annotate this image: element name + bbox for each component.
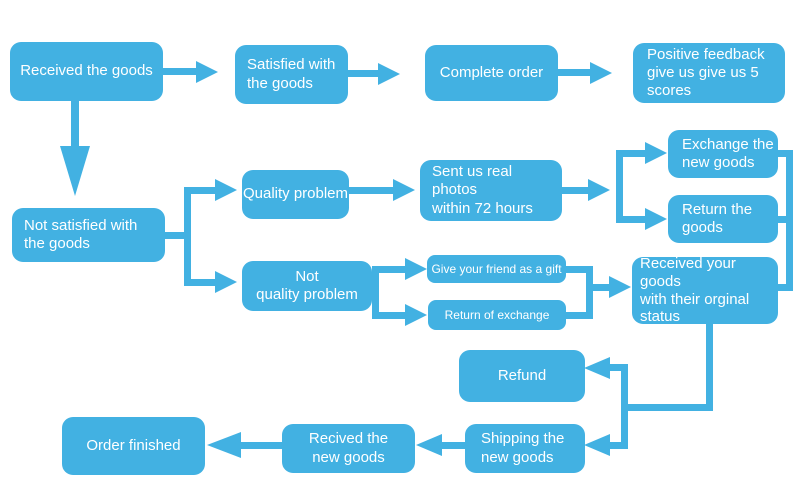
connector-satisfied-to-complete-shaft bbox=[348, 70, 378, 77]
node-shipping-the-new-goods: Shipping the new goods bbox=[465, 424, 585, 473]
arrowhead-photos-branch bbox=[588, 179, 610, 201]
node-complete-order: Complete order bbox=[425, 45, 558, 101]
node-give-your-friend-as-a-gift: Give your friend as a gift bbox=[427, 255, 566, 283]
connector-gift-to-rail-stub bbox=[566, 266, 586, 273]
connector-branch-to-not-quality-shaft bbox=[191, 279, 215, 286]
node-order-finished: Order finished bbox=[62, 417, 205, 475]
arrowhead-shipping-to-recived bbox=[416, 434, 442, 456]
node-satisfied-with-the-goods: Satisfied with the goods bbox=[235, 45, 348, 104]
arrowhead-satisfied-to-complete bbox=[378, 63, 400, 85]
connector-return-to-rail-stub bbox=[778, 216, 788, 223]
connector-not-satisfied-branch-stub bbox=[165, 232, 191, 239]
arrowhead-branch-to-gift bbox=[405, 258, 427, 280]
arrowhead-merge-to-received-original bbox=[609, 276, 631, 298]
arrowhead-branch-to-quality bbox=[215, 179, 237, 201]
connector-complete-to-feedback-shaft bbox=[558, 69, 590, 76]
node-return-the-goods: Return the goods bbox=[668, 195, 778, 243]
node-positive-feedback: Positive feedback give us give us 5 scor… bbox=[633, 43, 785, 103]
connector-photos-branch-shaft bbox=[562, 187, 588, 194]
connector-descender-to-left-rail bbox=[621, 404, 713, 411]
connector-return-exchange-to-rail-stub bbox=[566, 312, 586, 319]
arrowhead-received-to-not-satisfied bbox=[60, 146, 90, 196]
node-not-satisfied-with-the-goods: Not satisfied with the goods bbox=[12, 208, 165, 262]
arrowhead-recived-to-finished bbox=[207, 432, 241, 458]
connector-gift-merge-rail bbox=[586, 266, 593, 319]
connector-photos-branch-rail bbox=[616, 150, 623, 223]
connector-received-to-not-satisfied-shaft bbox=[71, 101, 79, 148]
connector-received-original-descender bbox=[706, 323, 713, 411]
connector-quality-to-photos-shaft bbox=[349, 187, 393, 194]
connector-exchange-to-rail-stub bbox=[778, 150, 788, 157]
connector-branch-to-gift-shaft bbox=[379, 266, 405, 273]
arrowhead-complete-to-feedback bbox=[590, 62, 612, 84]
connector-shipping-to-recived-shaft bbox=[442, 442, 465, 449]
arrowhead-rail-to-shipping bbox=[584, 434, 610, 456]
arrowhead-branch-to-return bbox=[645, 208, 667, 230]
node-exchange-the-new-goods: Exchange the new goods bbox=[668, 130, 778, 178]
node-sent-us-real-photos: Sent us real photos within 72 hours bbox=[420, 160, 562, 221]
node-recived-the-new-goods: Recived the new goods bbox=[282, 424, 415, 473]
connector-left-rail bbox=[621, 364, 628, 449]
connector-recived-to-finished-shaft bbox=[241, 442, 282, 449]
connector-merge-to-received-original-shaft bbox=[593, 284, 609, 291]
arrowhead-received-to-satisfied bbox=[196, 61, 218, 83]
connector-right-rail bbox=[786, 150, 793, 291]
node-return-of-exchange: Return of exchange bbox=[428, 300, 566, 330]
node-quality-problem: Quality problem bbox=[242, 170, 349, 219]
arrowhead-rail-to-refund bbox=[584, 357, 610, 379]
arrowhead-branch-to-not-quality bbox=[215, 271, 237, 293]
connector-rail-to-refund-shaft bbox=[610, 364, 628, 371]
connector-rail-to-received-original-stub bbox=[778, 284, 788, 291]
connector-rail-to-shipping-shaft bbox=[610, 442, 628, 449]
node-not-quality-problem: Not quality problem bbox=[242, 261, 372, 311]
connector-not-quality-branch-rail bbox=[372, 266, 379, 319]
arrowhead-quality-to-photos bbox=[393, 179, 415, 201]
connector-not-satisfied-branch-rail bbox=[184, 187, 191, 286]
connector-branch-to-exchange-shaft bbox=[623, 150, 645, 157]
arrowhead-branch-to-exchange bbox=[645, 142, 667, 164]
connector-branch-to-return-shaft bbox=[623, 216, 645, 223]
node-received-the-goods: Received the goods bbox=[10, 42, 163, 101]
node-received-your-goods-original-status: Received your goods with their orginal s… bbox=[632, 255, 778, 325]
connector-branch-to-quality-shaft bbox=[191, 187, 215, 194]
arrowhead-branch-to-return-exchange bbox=[405, 304, 427, 326]
connector-received-to-satisfied-shaft bbox=[163, 68, 196, 75]
connector-branch-to-return-exchange-shaft bbox=[379, 312, 405, 319]
node-refund: Refund bbox=[459, 350, 585, 402]
